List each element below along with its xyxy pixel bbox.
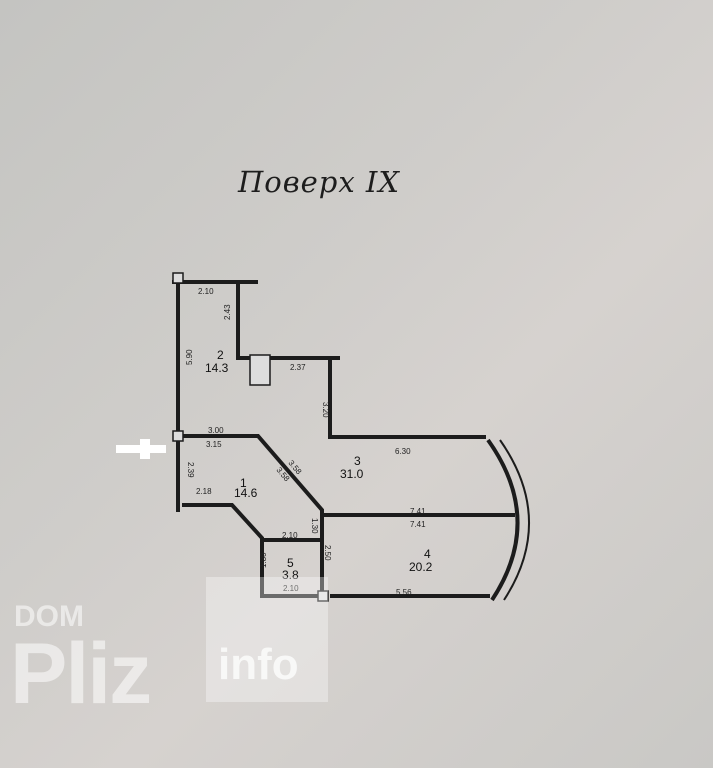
watermark-info: info	[218, 640, 299, 689]
room-area: 20.2	[409, 560, 433, 574]
dim-label: 3.58	[274, 466, 291, 484]
floor-title: Поверх IX	[238, 165, 401, 199]
dim-label: 2.10	[283, 584, 299, 593]
walls	[172, 278, 530, 602]
room-number: 1	[240, 476, 247, 490]
dim-label: 1.80	[259, 552, 268, 568]
room-number: 5	[287, 556, 294, 570]
dim-label: 2.10	[198, 287, 214, 296]
dim-label: 3.15	[206, 440, 222, 449]
ventilation-shaft	[249, 354, 271, 386]
watermark-box	[206, 577, 328, 702]
dim-label: 2.39	[186, 462, 195, 478]
dim-label: 3.00	[208, 426, 224, 435]
dim-label: 2.43	[223, 304, 232, 320]
room-number: 3	[354, 454, 361, 468]
dim-label: 7.41	[410, 507, 426, 516]
dim-label: 2.37	[290, 363, 306, 372]
room-number: 4	[424, 547, 431, 561]
dim-label: 7.41	[410, 520, 426, 529]
dim-label: 3.20	[321, 402, 330, 418]
room-number: 2	[217, 348, 224, 362]
watermark-dom: DOM	[14, 600, 84, 633]
room-area: 3.8	[282, 568, 299, 582]
room-area: 31.0	[340, 467, 364, 481]
room-area: 14.3	[205, 361, 229, 375]
watermark-pliz: Pliz	[10, 626, 152, 722]
dim-label: 1.30	[310, 518, 319, 534]
dim-label: 2.10	[282, 531, 298, 540]
room-area: 14.6	[234, 486, 258, 500]
dim-label: 5.90	[185, 349, 194, 365]
dim-label: 6.30	[395, 447, 411, 456]
dim-label: 2.18	[196, 487, 212, 496]
dim-label: 5.56	[396, 588, 412, 597]
dim-label: 2.50	[323, 545, 332, 561]
entrance-arrow-icon	[116, 437, 166, 461]
